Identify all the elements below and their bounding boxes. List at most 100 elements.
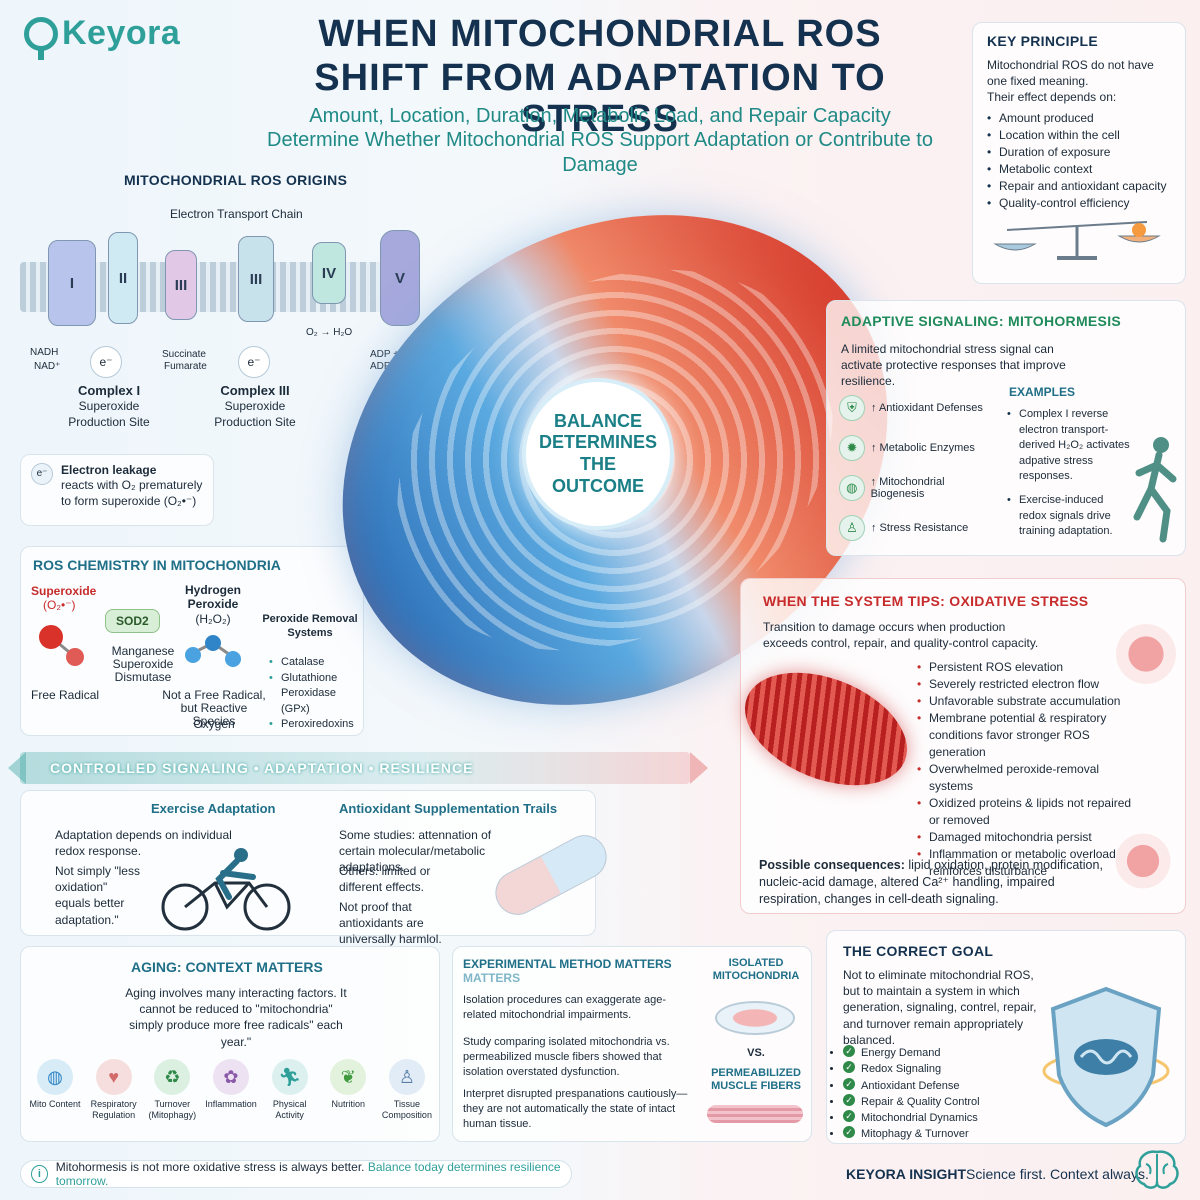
sod2-name-3: Dismutase	[114, 670, 172, 684]
list-item: Damaged mitochondria persist	[917, 829, 1137, 846]
aging-text: Aging involves many interacting factors.…	[125, 986, 347, 1049]
etc-label: Electron Transport Chain	[170, 207, 303, 221]
aging-factor: ♥Respiratory Regulation	[86, 1059, 142, 1121]
perm-label-1: PERMEABILIZED	[711, 1067, 801, 1079]
list-item: Duration of exposure	[987, 144, 1171, 161]
complex1-sub2: Production Site	[68, 415, 150, 430]
arrow-right-icon	[690, 752, 708, 784]
list-item: Persistent ROS elevation	[917, 659, 1137, 676]
list-item: Metabolic context	[987, 161, 1171, 178]
response-row: ♙↑ Stress Resistance	[839, 515, 999, 541]
ros-chemistry-card: ROS CHEMISTRY IN MITOCHONDRIA Superoxide…	[20, 546, 364, 736]
complex-v: V	[380, 230, 420, 326]
mitohormesis-heading: ADAPTIVE SIGNALING: MITOHORMESIS	[841, 313, 1122, 329]
list-item: Repair and antioxidant capacity	[987, 178, 1171, 195]
goal-text: Not to eliminate mitochondrial ROS, but …	[843, 968, 1037, 1047]
o2-h2o-label: O₂ → H₂O	[306, 327, 353, 338]
aging-factor-row: ◍Mito Content ♥Respiratory Regulation ♻T…	[27, 1059, 435, 1121]
list-item: Membrane potential & respiratory conditi…	[917, 710, 1137, 761]
signaling-banner: CONTROLLED SIGNALING • ADAPTATION • RESI…	[20, 752, 690, 784]
list-item: Exercise-induced redox signals drive tra…	[1007, 493, 1133, 540]
person-icon: ♙	[839, 515, 865, 541]
leakage-line3: to form superoxide (O₂•⁻)	[61, 494, 197, 509]
method-heading-2: MATTERS	[463, 971, 521, 985]
response-row: ⛨↑ Antioxidant Defenses	[839, 395, 999, 421]
keyora-insight-text: Science first. Context always.	[966, 1166, 1149, 1182]
superoxide-formula: (O₂•⁻)	[43, 598, 76, 612]
keyora-logo: Keyora	[24, 14, 180, 60]
free-radical-label: Free Radical	[31, 688, 100, 702]
list-item: Inflammation or metabolic overload reinf…	[917, 846, 1137, 880]
consequences-label: Possible consequences:	[759, 858, 905, 872]
list-item: Repair & Quality Control	[843, 1093, 1043, 1110]
list-item: Oxidized proteins & lipids not repaired …	[917, 795, 1137, 829]
method-p2: Study comparing isolated mitochondria vs…	[463, 1036, 670, 1078]
complex-iii-dimer: III	[238, 236, 274, 322]
list-item: Glutathione Peroxidase (GPx)	[269, 671, 361, 718]
method-heading-1: EXPERIMENTAL METHOD MATTERS	[463, 957, 672, 971]
leakage-line1: Electron leakage	[61, 463, 157, 477]
correct-goal-card: THE CORRECT GOAL Not to eliminate mitoch…	[826, 930, 1186, 1144]
footer-note: i Mitohormesis is not more oxidative str…	[20, 1160, 572, 1188]
isolated-label-1: ISOLATED	[728, 957, 784, 969]
electron-leakage-card: e⁻ Electron leakage reacts with O₂ prema…	[20, 454, 214, 526]
ros-origins-heading: MITOCHONDRIAL ROS ORIGINS	[124, 172, 348, 188]
subtitle-line2: Determine Whether Mitochondrial ROS Supp…	[267, 129, 933, 176]
electron-icon: e⁻	[31, 463, 53, 485]
list-item: Catalase	[269, 655, 361, 671]
h2o2-molecule-icon	[185, 635, 241, 667]
exercise-p2: Not simply "less oxidation" equals bette…	[55, 864, 140, 927]
list-item: Peroxiredoxins	[269, 717, 361, 733]
electron-icon: e⁻	[90, 346, 122, 378]
sod2-name-1: Manganese	[111, 644, 175, 658]
ros-chemistry-heading: ROS CHEMISTRY IN MITOCHONDRIA	[33, 557, 281, 573]
mitohormesis-intro: A limited mitochondrial stress signal ca…	[841, 342, 1066, 389]
experimental-method-card: EXPERIMENTAL METHOD MATTERS MATTERS Isol…	[452, 946, 812, 1142]
consequences-body: lipid oxidation, protein modification, n…	[759, 858, 1103, 906]
examples-list: Complex I reverse electron transport-der…	[1007, 407, 1133, 540]
h2o2-note-1: Not a Free Radical,	[162, 688, 266, 702]
antioxidant-p2: Others: limited or different effects.	[339, 864, 431, 895]
goal-checklist: Energy Demand Redox Signaling Antioxidan…	[843, 1045, 1043, 1143]
aging-factor: ✿Inflammation	[203, 1059, 259, 1121]
succinate-label: Succinate	[162, 349, 206, 360]
complex3-sub2: Production Site	[214, 415, 296, 430]
list-item: Location within the cell	[987, 127, 1171, 144]
antioxidant-p3: Not proof that antioxidants are universa…	[339, 900, 442, 947]
exercise-p1: Adaptation depends on individual redox r…	[55, 828, 232, 859]
cyclist-icon	[161, 848, 291, 931]
sod2-name-2: Superoxide	[112, 657, 174, 671]
aging-factor: ♙Tissue Composition	[379, 1059, 435, 1121]
fumarate-label: Fumarate	[164, 361, 207, 372]
arrow-left-icon	[8, 752, 26, 784]
list-item: Energy Demand	[843, 1045, 1043, 1061]
virus-icon	[1111, 829, 1175, 893]
oxidative-stress-card: WHEN THE SYSTEM TIPS: OXIDATIVE STRESS T…	[728, 578, 1186, 914]
removal-title-1: Peroxide Removal	[262, 613, 358, 625]
consequences-text: Possible consequences: lipid oxidation, …	[759, 857, 1105, 908]
response-row: ✹↑ Metabolic Enzymes	[839, 435, 999, 461]
superoxide-label: Superoxide	[31, 584, 97, 598]
list-item: Redox Signaling	[843, 1061, 1043, 1077]
virus-icon	[1111, 619, 1181, 689]
superoxide-molecule-icon	[39, 625, 84, 666]
keyora-insight-label: KEYORA INSIGHT	[846, 1166, 967, 1182]
runner-icon: 🏃︎	[271, 1059, 308, 1095]
complex-ii: II	[108, 232, 138, 324]
aging-card: AGING: CONTEXT MATTERS Aging involves ma…	[20, 946, 440, 1142]
key-principle-intro1: Mitochondrial ROS do not have one fixed …	[987, 58, 1154, 89]
isolated-label-2: MITOCHONDRIA	[712, 970, 800, 982]
cells-icon: ✿	[212, 1059, 249, 1095]
oxidative-list: Persistent ROS elevation Severely restri…	[917, 659, 1137, 880]
recycle-icon: ♻	[154, 1059, 191, 1095]
h2o2-name-2: Peroxide	[187, 597, 239, 611]
shield-icon: ⛨	[839, 395, 865, 421]
mitohormesis-response-list: ⛨↑ Antioxidant Defenses ✹↑ Metabolic Enz…	[839, 395, 999, 541]
balance-circle: BALANCE DETERMINES THE OUTCOME	[522, 378, 674, 530]
vs-label: VS.	[747, 1047, 765, 1059]
exercise-heading: Exercise Adaptation	[151, 801, 276, 816]
aging-factor: ♻Turnover (Mitophagy)	[144, 1059, 200, 1121]
list-item: Quality-control efficiency	[987, 195, 1171, 212]
removal-list: Catalase Glutathione Peroxidase (GPx) Pe…	[269, 655, 361, 733]
brain-icon	[1135, 1150, 1179, 1189]
